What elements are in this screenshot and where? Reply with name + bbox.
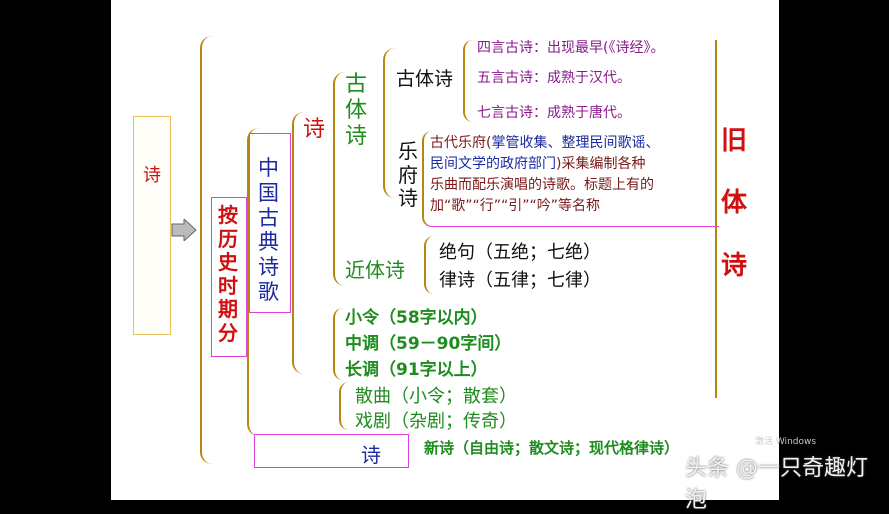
- ci-item-2: 中调（59－90字间）: [345, 334, 512, 354]
- shi-label: 诗: [303, 117, 326, 142]
- modern-style-label: 近体诗: [345, 258, 405, 282]
- new-poetry-desc: 新诗（自由诗；散文诗；现代格律诗）: [424, 439, 680, 457]
- root-box: 诗: [133, 116, 171, 335]
- modern-item-2: 律诗（五律；七律）: [439, 270, 601, 291]
- qu-item-1: 散曲（小令；散套）: [355, 386, 517, 407]
- ci-item-3: 长调（91字以上）: [345, 360, 488, 380]
- brand-watermark: 头条 @一只奇趣灯泡: [685, 456, 868, 513]
- shi-brace: [292, 112, 304, 374]
- yuefu-line-3: 乐曲而配乐演唱的诗歌。标题上有的: [430, 177, 654, 193]
- modern-item-1: 绝句（五绝；七绝）: [439, 242, 601, 263]
- classical-box: 中国 古典 诗歌: [249, 133, 291, 313]
- gutishi-item-1: 四言古诗：出现最早(《诗经》。: [477, 40, 665, 56]
- ci-brace: [333, 308, 343, 380]
- ci-item-1: 小令（58字以内）: [345, 308, 488, 328]
- right-arrow-icon: [171, 217, 197, 245]
- old-poetry-label: 旧 体 诗: [721, 126, 748, 281]
- slide: 诗 按历 史时 期分 中国 古典 诗歌 诗 古 体 诗 古: [111, 0, 779, 500]
- ancient-brace: [383, 48, 395, 198]
- new-poetry-label: 诗: [361, 443, 381, 467]
- ancient-style-label: 古 体 诗: [345, 72, 368, 149]
- yuefu-label: 乐 府 诗: [398, 139, 418, 211]
- qu-brace: [339, 382, 349, 430]
- period-brace: [247, 128, 259, 436]
- yuefu-line-2: 民间文学的政府部门)采集编制各种: [430, 156, 646, 172]
- windows-activation-watermark: 激活 Windows: [755, 437, 817, 447]
- gutishi-brace: [463, 40, 473, 122]
- yuefu-line-4: 加“歌”“行”“引”“吟”等名称: [430, 198, 601, 214]
- old-poetry-line: [715, 40, 717, 398]
- gutishi-item-3: 七言古诗：成熟于唐代。: [477, 105, 631, 121]
- root-brace: [200, 36, 212, 464]
- qu-item-2: 戏剧（杂剧；传奇）: [355, 411, 517, 432]
- gutishi-label: 古体诗: [396, 68, 454, 90]
- yuefu-line-1: 古代乐府(掌管收集、整理民间歌谣、: [430, 135, 660, 151]
- classical-label: 中国 古典 诗歌: [258, 156, 279, 304]
- gutishi-item-2: 五言古诗：成熟于汉代。: [477, 70, 631, 86]
- root-label: 诗: [143, 165, 161, 186]
- period-box: 按历 史时 期分: [211, 197, 247, 357]
- modern-brace: [424, 236, 434, 294]
- yuefu-desc-box: 古代乐府(掌管收集、整理民间歌谣、 民间文学的政府部门)采集编制各种 乐曲而配乐…: [422, 131, 719, 227]
- yuefu-desc: 古代乐府(掌管收集、整理民间歌谣、 民间文学的政府部门)采集编制各种 乐曲而配乐…: [430, 133, 659, 217]
- new-poetry-box: 诗: [254, 434, 409, 468]
- poetry-brace: [333, 72, 345, 286]
- period-label: 按历 史时 期分: [218, 203, 238, 345]
